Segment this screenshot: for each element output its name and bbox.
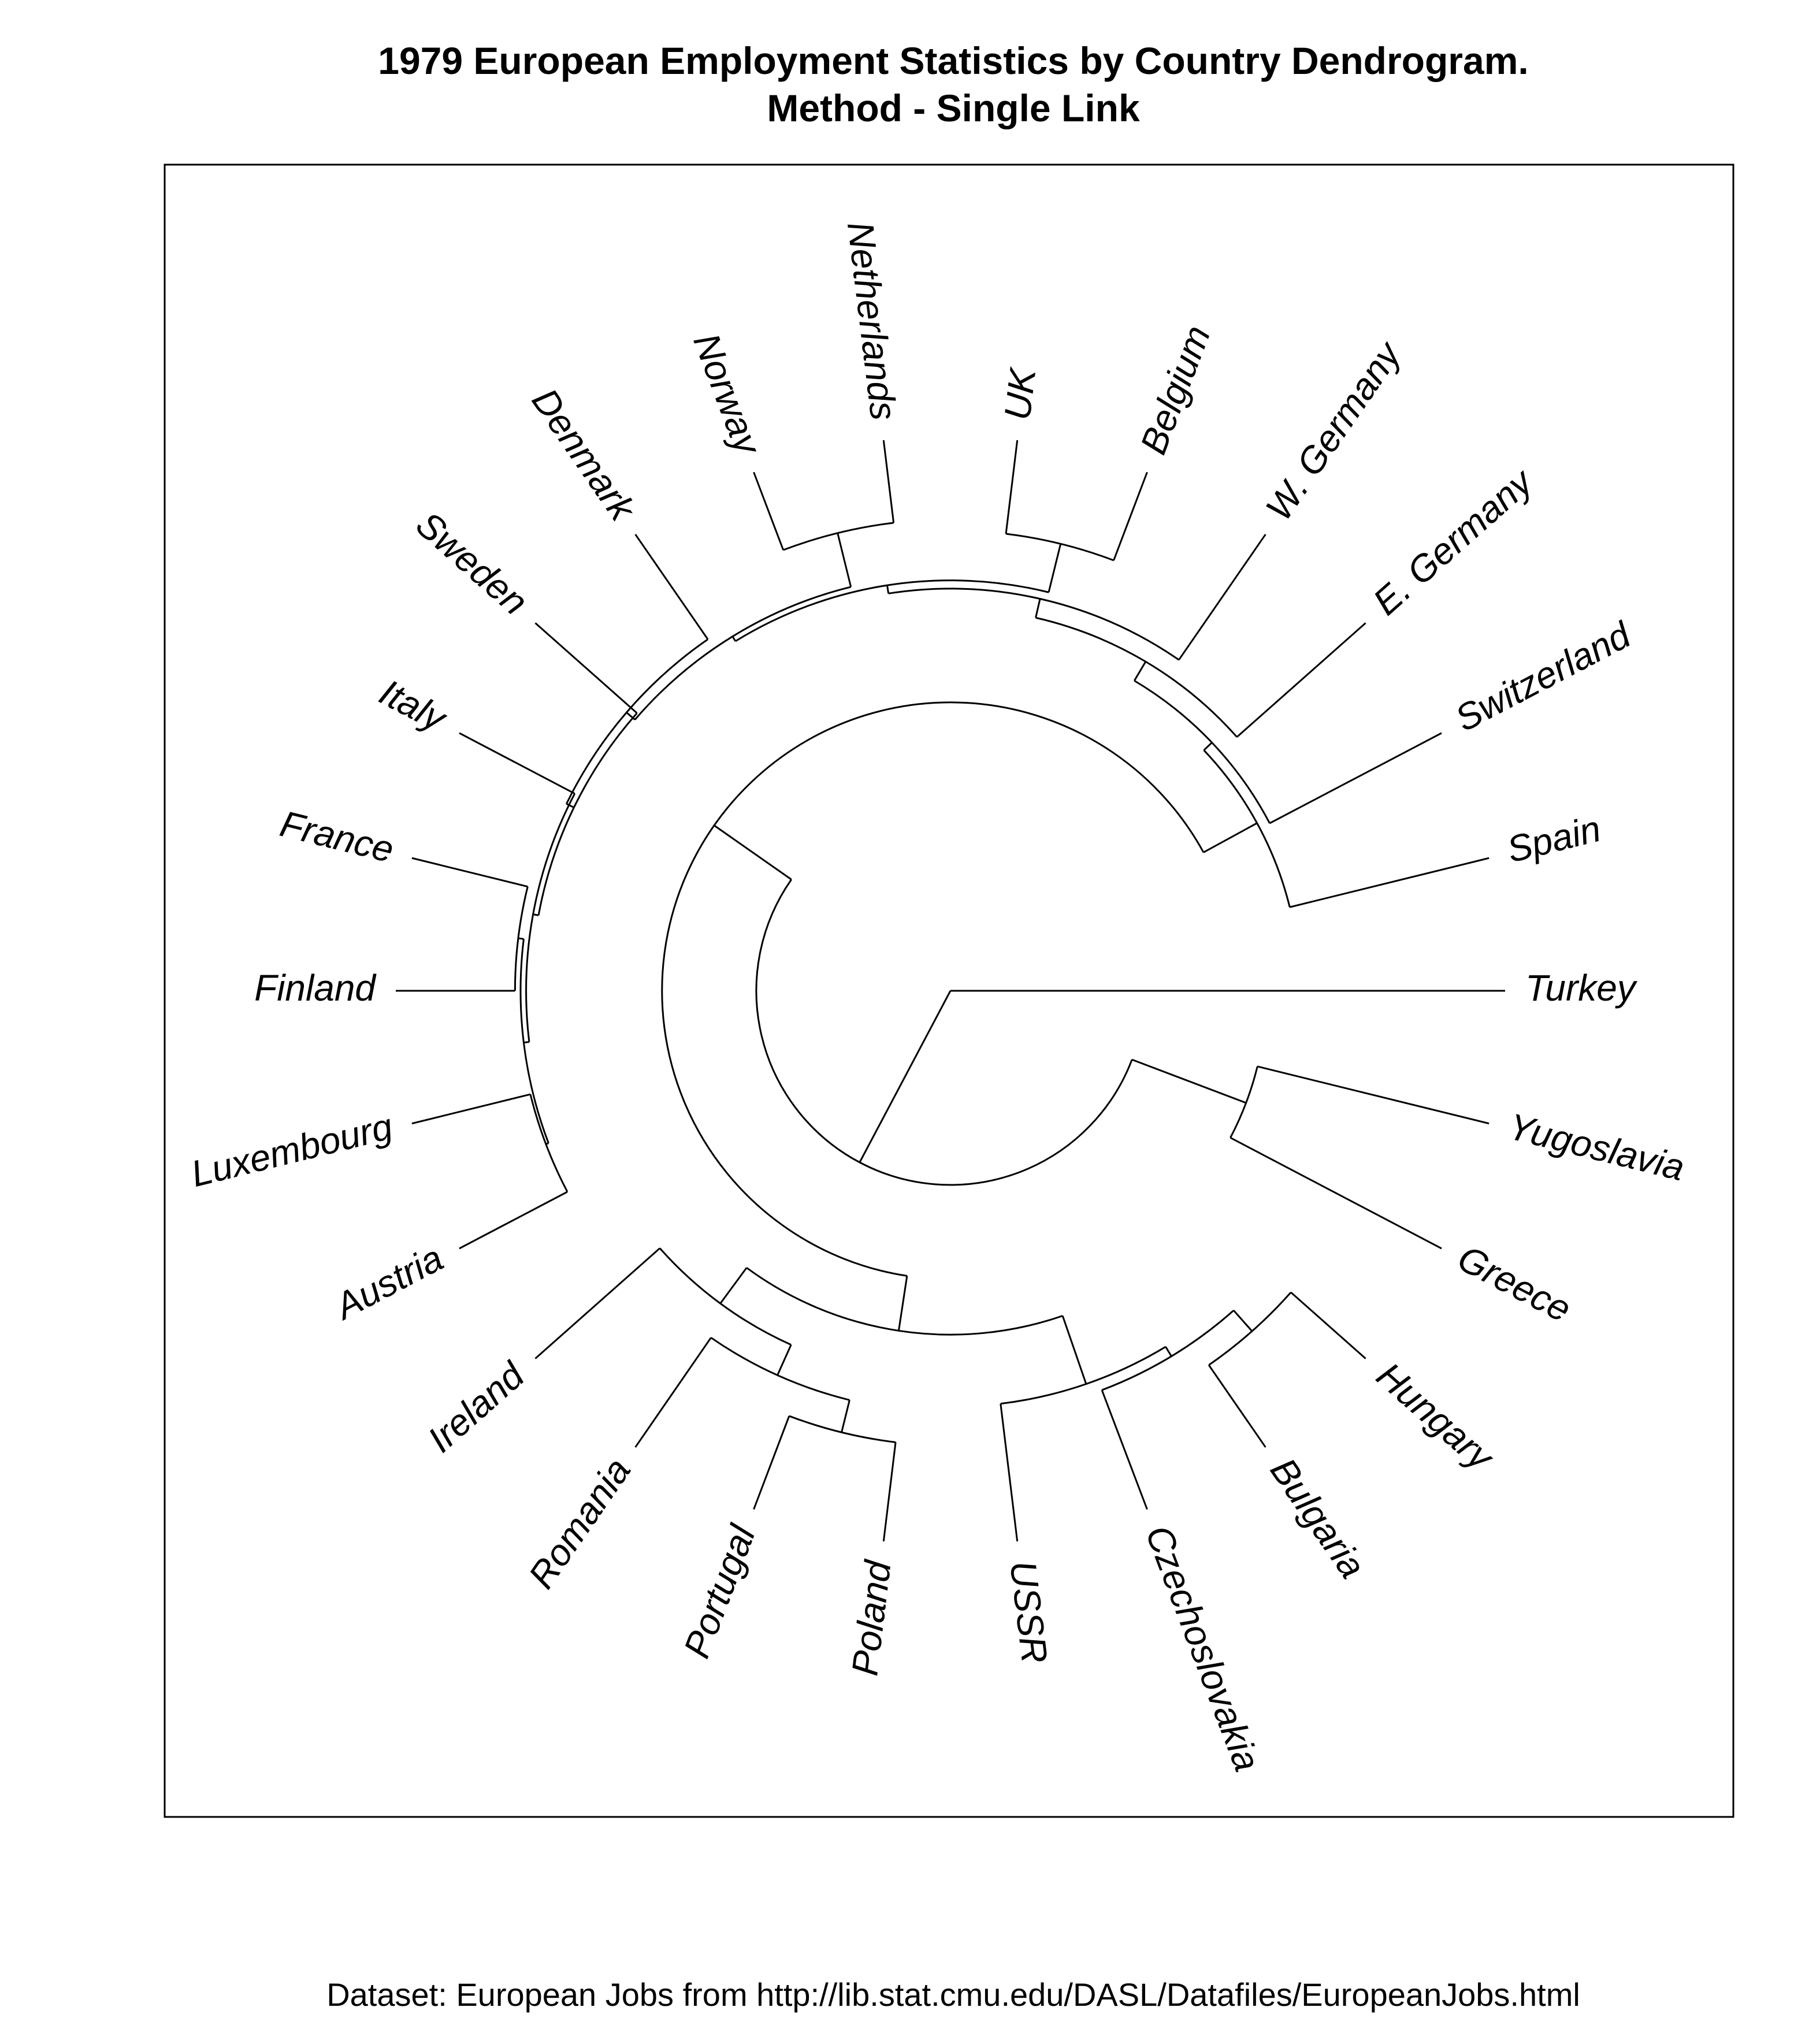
branch-4 [1203,742,1213,751]
branch-to-hungary [1290,1291,1366,1359]
branch-15 [518,937,524,940]
branch-19 [777,1344,792,1376]
branch-to-austria [459,1191,568,1250]
branch-23 [1233,1310,1253,1332]
merge-arc-5 [1134,679,1271,824]
merge-arc-10 [634,586,852,720]
merge-arc-17 [529,1094,569,1192]
branch-2 [1131,1058,1247,1104]
merge-arc-7 [888,588,1180,661]
merge-arc-14 [525,793,576,1042]
branch-22 [1165,1346,1172,1357]
merge-arc-21 [789,1415,896,1443]
leaf-label-finland: Finland [254,967,377,1009]
branch-to-w-germany [1178,534,1266,661]
branch-to-poland [882,1442,897,1542]
branch-to-yugoslavia [1257,1065,1490,1125]
branch-to-romania [634,1337,712,1448]
branch-2 [714,824,792,880]
branch-18 [719,1267,748,1304]
branch-12 [566,803,574,809]
branch-10 [626,712,636,720]
branch-to-e-germany [1236,622,1366,738]
branch-to-sweden [534,622,638,714]
merge-arc-20 [710,1337,850,1401]
branch-to-norway [753,471,785,551]
branch-to-belgium [1113,471,1148,561]
merge-arc-8 [735,579,1049,642]
leaf-label-turkey: Turkey [1525,967,1638,1009]
branch-to-spain [1289,857,1490,908]
branch-7 [886,585,890,594]
branch-to-bulgaria [1208,1365,1266,1448]
branch-8 [731,635,737,642]
branch-14 [523,1041,530,1044]
branch-to-ussr [1000,1403,1019,1542]
branch-3 [1203,822,1258,853]
branch-18 [1061,1315,1087,1385]
leaf-label-uk: UK [996,365,1044,422]
chart-title-line-2: Method - Single Link [767,87,1140,129]
branch-6 [1035,599,1041,618]
branch-to-italy [459,732,575,795]
branch-to-luxembourg [411,1093,531,1125]
branch-to-czechoslovakia [1101,1389,1148,1510]
merge-arc-23 [1101,1310,1235,1391]
dataset-caption: Dataset: European Jobs from http://lib.s… [326,1976,1580,2013]
dendrogram-edges [396,440,1505,1542]
merge-arc-13 [537,712,638,916]
merge-arc-2 [755,879,1133,1186]
branch-3 [897,1276,908,1331]
branch-10 [837,533,852,588]
merge-arc-22 [1000,1345,1167,1405]
branch-to-uk [1005,440,1019,534]
merge-arc-12 [566,638,708,805]
branch-13 [533,913,539,916]
merge-arc-24 [1208,1292,1292,1366]
merge-arc-18 [746,1267,1063,1336]
merge-arc-15 [519,939,549,1144]
branch-1 [859,990,952,1163]
branch-20 [841,1400,850,1433]
chart-title-line-1: 1979 European Employment Statistics by C… [378,39,1528,82]
branch-8 [1048,543,1062,593]
plot-frame [164,163,1734,1818]
merge-arc-19 [659,1247,792,1346]
branch-to-portugal [753,1415,790,1510]
merge-arc-11 [783,522,894,551]
branch-to-switzerland [1269,732,1442,824]
merge-arc-25 [1230,1066,1258,1138]
branch-to-ireland [534,1247,660,1359]
branch-to-denmark [634,534,709,640]
merge-arc-16 [514,886,529,991]
branch-5 [1133,661,1147,682]
merge-arc-3 [661,701,1205,1277]
branch-to-greece [1230,1136,1442,1250]
branch-to-netherlands [882,440,895,523]
merge-arc-6 [1035,616,1238,738]
merge-arc-4 [1203,749,1291,908]
merge-arc-9 [1005,533,1115,562]
branch-to-france [411,857,528,888]
